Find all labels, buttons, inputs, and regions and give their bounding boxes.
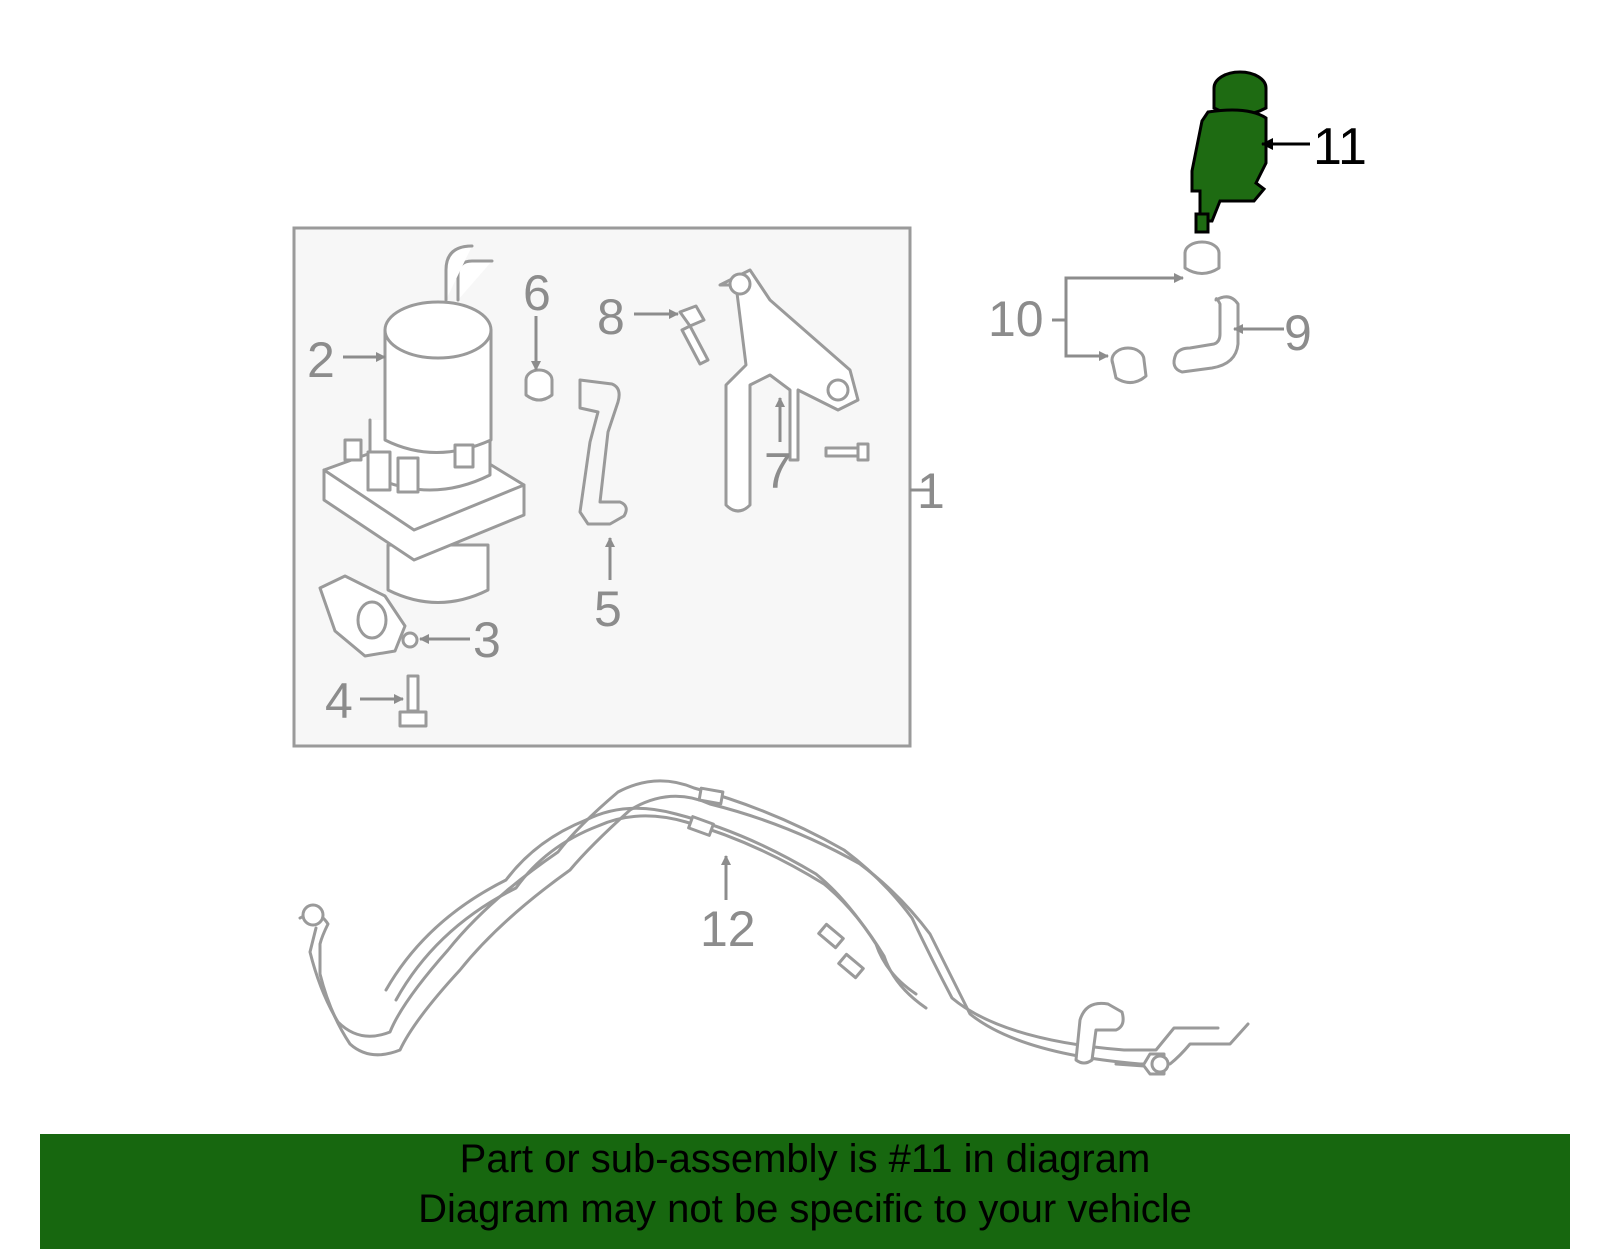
callout-7: 7	[764, 443, 792, 499]
callout-4: 4	[325, 673, 353, 729]
callout-5: 5	[594, 581, 622, 637]
mount-bracket-7[interactable]	[718, 268, 860, 513]
leaders	[343, 138, 1310, 900]
pipe-assembly-12[interactable]	[298, 779, 1250, 1076]
callout-2: 2	[307, 332, 335, 388]
pump-motor[interactable]	[322, 244, 526, 604]
callout-9: 9	[1284, 305, 1312, 361]
hose-9[interactable]	[1172, 295, 1240, 374]
banner-line-1: Part or sub-assembly is #11 in diagram	[459, 1137, 1151, 1181]
bolt-4[interactable]	[398, 674, 428, 728]
bolt-8[interactable]	[678, 304, 710, 366]
hose-5[interactable]	[578, 378, 628, 526]
callout-10: 10	[988, 291, 1044, 347]
callout-3: 3	[473, 612, 501, 668]
callout-6: 6	[523, 265, 551, 321]
callout-8: 8	[597, 289, 625, 345]
clamp-10-upper[interactable]	[1183, 240, 1221, 275]
leader-10	[1052, 273, 1184, 361]
clamp-10-lower[interactable]	[1110, 346, 1148, 384]
banner-line-2: Diagram may not be specific to your vehi…	[418, 1187, 1192, 1231]
clamp-6[interactable]	[524, 368, 554, 402]
reservoir-11[interactable]	[1190, 70, 1268, 234]
callout-12: 12	[700, 901, 756, 957]
bolt-small[interactable]	[824, 442, 870, 462]
info-banner: Part or sub-assembly is #11 in diagram D…	[40, 1134, 1570, 1249]
pump-bracket[interactable]	[318, 574, 419, 658]
callout-1: 1	[917, 463, 945, 519]
callout-11: 11	[1313, 118, 1367, 176]
